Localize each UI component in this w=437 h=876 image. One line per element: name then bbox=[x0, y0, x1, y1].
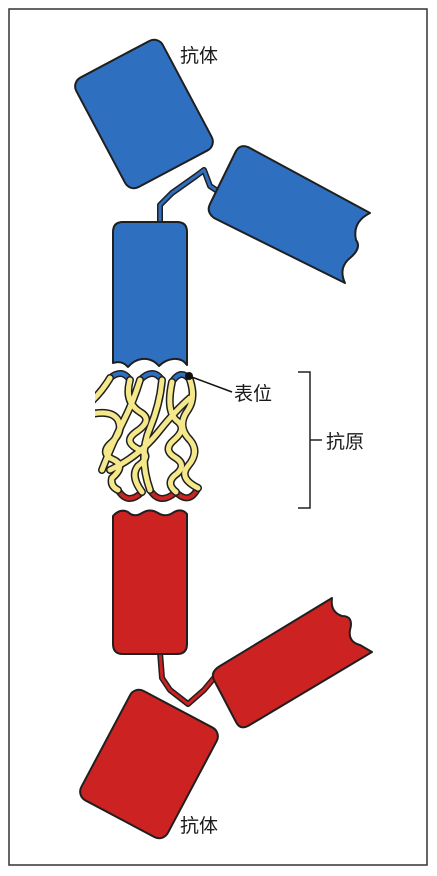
antibody-bottom-arm-right bbox=[211, 597, 373, 729]
antibody-bottom-arm-left bbox=[79, 688, 219, 840]
epitope-label: 表位 bbox=[234, 383, 272, 405]
antigen-bracket bbox=[298, 371, 322, 509]
antigen-coil bbox=[95, 370, 202, 502]
antibody-top-arm-left bbox=[74, 38, 214, 190]
antibody-top bbox=[74, 38, 371, 368]
antibody-bottom bbox=[79, 509, 373, 840]
figure-frame bbox=[8, 8, 428, 866]
antibody-bottom-stem bbox=[112, 509, 188, 655]
antibody-top-stem bbox=[112, 221, 188, 368]
epitope-leader-line bbox=[188, 375, 233, 393]
antibody-top-label: 抗体 bbox=[180, 45, 218, 67]
antigen-label: 抗原 bbox=[326, 431, 364, 453]
antibody-bottom-label: 抗体 bbox=[180, 815, 218, 837]
antibody-top-arm-right bbox=[207, 145, 371, 284]
